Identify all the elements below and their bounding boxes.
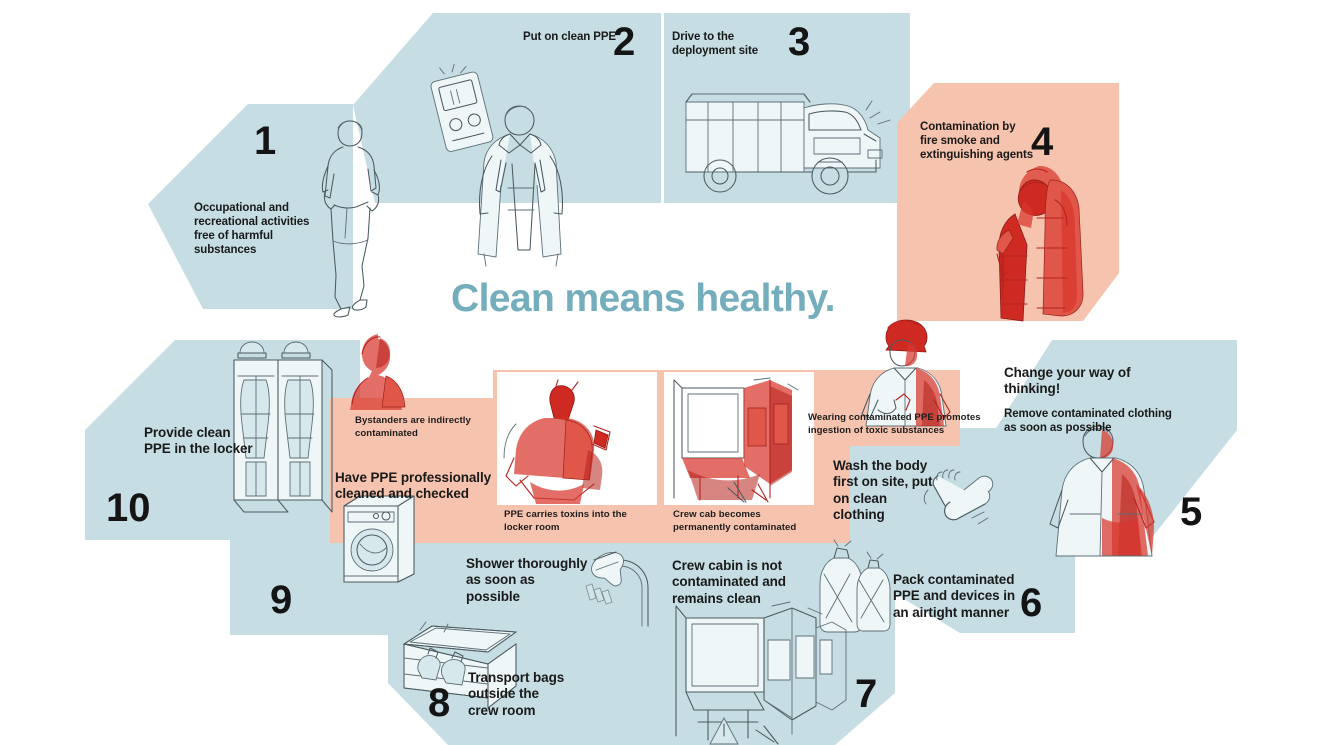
step-label-4: Contamination by fire smoke and extingui… bbox=[920, 121, 1034, 162]
contaminated-eating-icon bbox=[861, 318, 962, 427]
step-label-5: Remove contaminated clothing as soon as … bbox=[1004, 408, 1172, 435]
breathing-apparatus-icon bbox=[975, 160, 1105, 335]
ppe-locker-icon bbox=[222, 330, 334, 520]
firefighter-dressing-icon bbox=[424, 63, 599, 268]
step-number-2: 2 bbox=[613, 20, 636, 64]
step-label-10: Provide clean PPE in the locker bbox=[144, 425, 253, 457]
step-label-1: Occupational and recreational activities… bbox=[194, 202, 310, 257]
step-headline-5: Change your way of thinking! bbox=[1004, 365, 1131, 397]
step-label-8: Transport bags outside the crew room bbox=[468, 670, 565, 718]
warning-label-locker-toxins: PPE carries toxins into the locker room bbox=[504, 509, 627, 533]
warning-label-crew-cab: Crew cab becomes permanently contaminate… bbox=[673, 509, 797, 533]
step-number-3: 3 bbox=[788, 20, 811, 64]
contaminated-crew-cab-icon bbox=[668, 377, 813, 503]
sealed-bags-icon bbox=[812, 539, 900, 634]
extra-label-shower: Shower thoroughly as soon as possible bbox=[466, 556, 588, 604]
step-panel-1[interactable] bbox=[148, 104, 353, 309]
step-label-3: Drive to the deployment site bbox=[672, 31, 759, 58]
page-title: Clean means healthy. bbox=[451, 277, 836, 320]
step-number-7: 7 bbox=[855, 672, 878, 716]
contaminated-bystander-icon bbox=[348, 330, 414, 410]
warning-label-bystanders: Bystanders are indirectly contaminated bbox=[355, 415, 471, 439]
shower-head-icon bbox=[578, 548, 654, 630]
washing-machine-icon bbox=[330, 488, 426, 584]
step-panel-5[interactable] bbox=[960, 340, 1237, 540]
contaminated-gear-pile-icon bbox=[500, 379, 630, 505]
step-label-2: Put on clean PPE bbox=[523, 31, 616, 43]
step-number-10: 10 bbox=[106, 486, 151, 530]
transport-crate-icon bbox=[392, 608, 532, 714]
step-number-9: 9 bbox=[270, 578, 293, 622]
washing-hands-icon bbox=[920, 466, 1006, 532]
contaminated-jacket-icon bbox=[1040, 418, 1180, 558]
step-label-9: Have PPE professionally cleaned and chec… bbox=[335, 470, 492, 502]
runner-icon bbox=[300, 108, 410, 318]
warning-label-ingestion: Wearing contaminated PPE promotes ingest… bbox=[808, 412, 981, 436]
step-number-8: 8 bbox=[428, 681, 451, 725]
step-label-7: Crew cabin is not contaminated and remai… bbox=[672, 558, 786, 606]
clean-crew-cabin-icon bbox=[668, 600, 858, 745]
step-number-6: 6 bbox=[1020, 581, 1043, 625]
fire-truck-icon bbox=[678, 80, 908, 210]
extra-label-wash-body: Wash the body first on site, put on clea… bbox=[833, 458, 933, 523]
step-number-4: 4 bbox=[1031, 120, 1054, 164]
step-label-6: Pack contaminated PPE and devices in an … bbox=[893, 572, 1016, 620]
step-number-5: 5 bbox=[1180, 490, 1203, 534]
step-number-1: 1 bbox=[254, 119, 277, 163]
